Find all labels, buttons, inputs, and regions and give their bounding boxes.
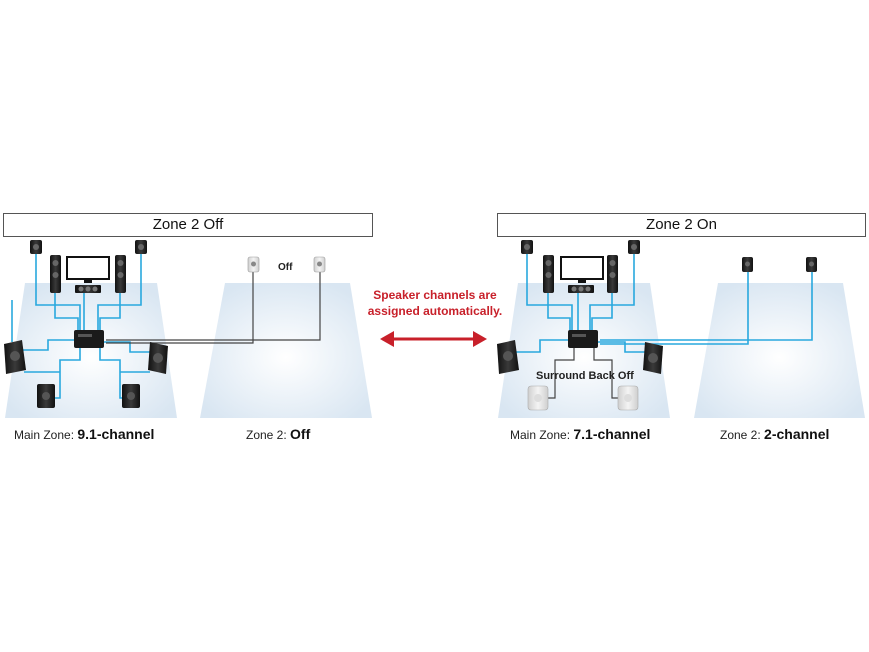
left-surround-left-speaker: [4, 340, 26, 374]
right-surround-right-speaker: [643, 342, 663, 374]
right-panel-header: Zone 2 On: [497, 213, 866, 237]
left-tv: [66, 256, 110, 283]
right-main-zone-prefix: Main Zone:: [510, 428, 571, 442]
left-main-zone-label: Main Zone: 9.1-channel: [14, 426, 154, 442]
right-zone2-label: Zone 2: 2-channel: [720, 426, 829, 442]
right-zone2-speaker-left: [742, 257, 753, 272]
right-main-zone-room: [498, 283, 670, 418]
right-zone2-value: 2-channel: [764, 426, 830, 442]
left-surround-back-left-speaker: [37, 384, 55, 408]
left-panel-header: Zone 2 Off: [3, 213, 373, 237]
right-main-zone-value: 7.1-channel: [573, 426, 651, 442]
left-front-left-height-speaker: [30, 240, 42, 254]
center-arrow-caption: Speaker channels are assigned automatica…: [365, 287, 505, 319]
center-arrow-line2: assigned automatically.: [367, 304, 503, 318]
left-main-zone-prefix: Main Zone:: [14, 428, 75, 442]
left-zone2-prefix: Zone 2:: [246, 428, 287, 442]
left-zone2-label: Zone 2: Off: [246, 426, 310, 442]
left-main-cables: [11, 252, 160, 399]
left-zone2-speaker-left: [247, 256, 260, 273]
right-zone2-room: [694, 283, 865, 418]
double-arrow: [380, 331, 487, 347]
left-zone2-cables: [106, 272, 321, 344]
right-surround-back-cables: [540, 348, 628, 399]
left-center-speaker: [75, 285, 101, 293]
left-main-zone-value: 9.1-channel: [77, 426, 155, 442]
left-av-receiver: [74, 330, 104, 348]
right-zone2-speaker-right: [806, 257, 817, 272]
right-main-zone-label: Main Zone: 7.1-channel: [510, 426, 650, 442]
center-arrow-line1: Speaker channels are: [373, 288, 497, 302]
left-front-right-height-speaker: [135, 240, 147, 254]
right-front-right-height-speaker: [628, 240, 640, 254]
left-front-right-tower-speaker: [115, 255, 126, 293]
right-zone2-prefix: Zone 2:: [720, 428, 761, 442]
left-zone2-value: Off: [290, 426, 311, 442]
left-zone2-room: [200, 283, 372, 418]
right-av-receiver: [568, 330, 598, 348]
left-front-left-tower-speaker: [50, 255, 61, 293]
right-surround-left-speaker: [497, 340, 519, 374]
right-main-cables: [510, 252, 655, 353]
right-front-left-tower-speaker: [543, 255, 554, 293]
right-front-right-tower-speaker: [607, 255, 618, 293]
left-zone2-speaker-right: [313, 256, 326, 273]
left-surround-back-right-speaker: [122, 384, 140, 408]
right-front-left-height-speaker: [521, 240, 533, 254]
right-surround-back-left-speaker-off: [527, 385, 549, 411]
right-center-speaker: [568, 285, 594, 293]
surround-back-off-note: Surround Back Off: [536, 370, 634, 382]
left-zone2-off-note: Off: [278, 262, 293, 273]
right-surround-back-right-speaker-off: [617, 385, 639, 411]
left-surround-right-speaker: [148, 342, 168, 374]
right-tv: [560, 256, 604, 283]
